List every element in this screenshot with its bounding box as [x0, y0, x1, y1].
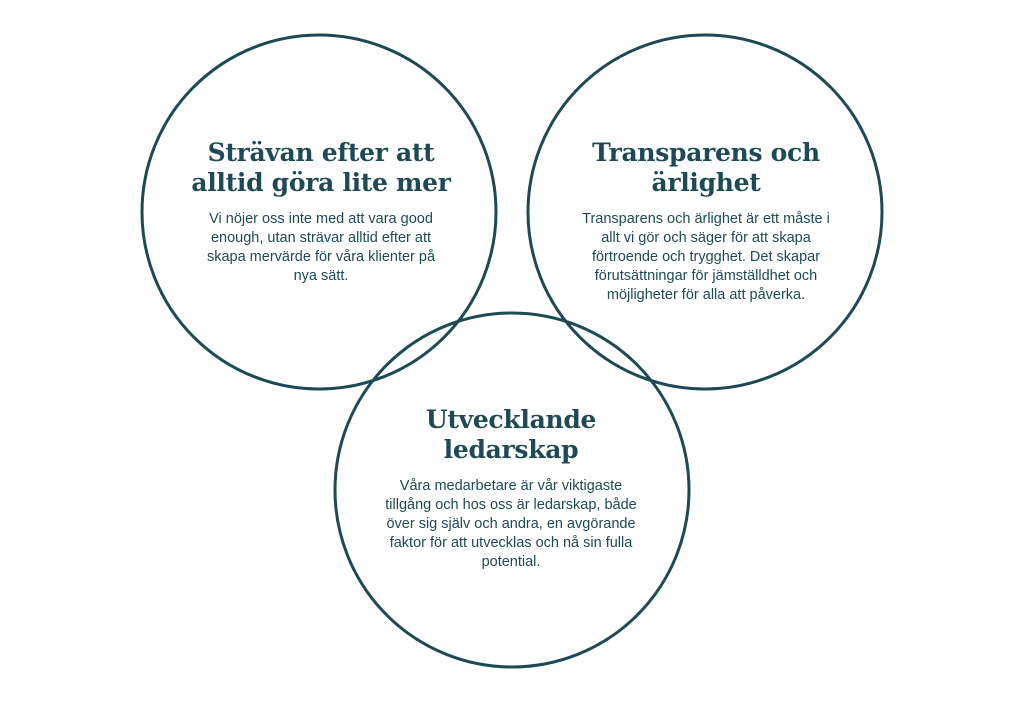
- value-heading: Transparens och ärlighet: [592, 138, 820, 197]
- value-description: Transparens och ärlighet är ett måste i …: [582, 211, 830, 303]
- circle-right: [526, 33, 884, 391]
- circle-left: [140, 33, 498, 391]
- circle-bottom: [333, 311, 691, 669]
- value-block-left: Strävan efter att alltid göra lite mer V…: [190, 138, 452, 286]
- value-block-right: Transparens och ärlighet Transparens och…: [572, 138, 840, 305]
- value-block-bottom: Utvecklande ledarskap Våra medarbetare ä…: [380, 405, 642, 572]
- value-heading: Utvecklande ledarskap: [425, 405, 597, 464]
- value-description: Vi nöjer oss inte med att vara good enou…: [206, 211, 436, 284]
- value-heading: Strävan efter att alltid göra lite mer: [191, 138, 451, 197]
- value-description: Våra medarbetare är vår viktigaste tillg…: [385, 478, 637, 570]
